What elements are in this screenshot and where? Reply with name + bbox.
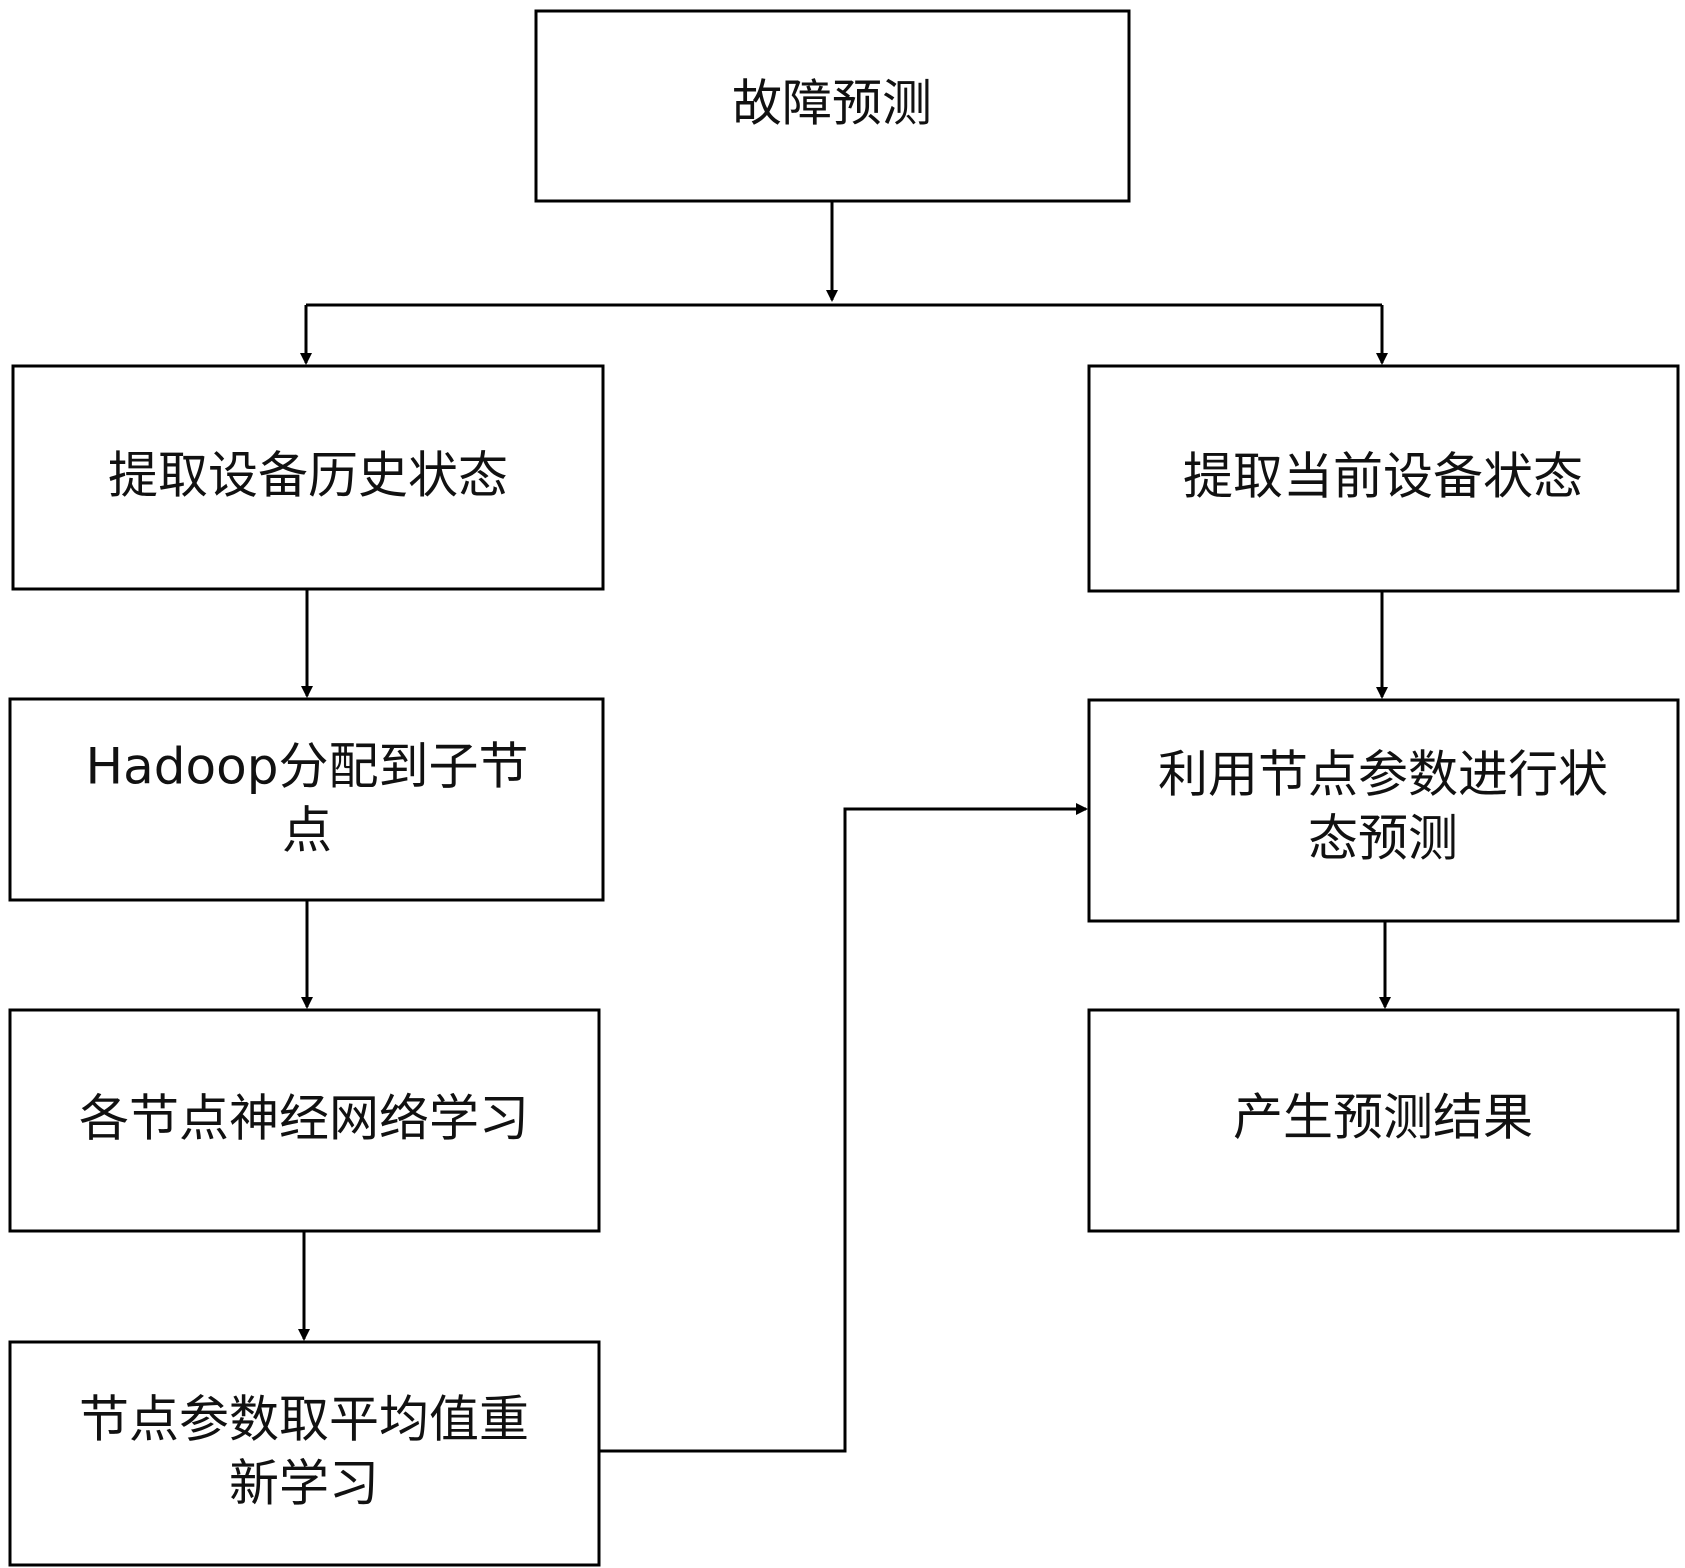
edge-average-to-prediction xyxy=(600,803,1088,1453)
node-hadoop-distribute: Hadoop分配到子节 点 xyxy=(8,697,605,902)
edges xyxy=(298,202,1391,1453)
node-extract-history: 提取设备历史状态 xyxy=(11,364,605,591)
node-extract-current-label: 提取当前设备状态 xyxy=(1183,448,1583,506)
node-state-prediction-label-line2: 态预测 xyxy=(1308,810,1458,868)
node-hadoop-distribute-label-line2: 点 xyxy=(282,802,332,860)
node-param-average-label-line2: 新学习 xyxy=(229,1455,379,1513)
node-fault-prediction: 故障预测 xyxy=(534,9,1131,203)
node-prediction-result: 产生预测结果 xyxy=(1087,1008,1680,1233)
node-nn-learning-label: 各节点神经网络学习 xyxy=(79,1090,529,1148)
node-param-average: 节点参数取平均值重 新学习 xyxy=(8,1340,601,1567)
node-state-prediction: 利用节点参数进行状 态预测 xyxy=(1087,698,1680,923)
node-prediction-result-label: 产生预测结果 xyxy=(1233,1089,1533,1147)
node-param-average-label-line1: 节点参数取平均值重 xyxy=(79,1391,529,1449)
node-extract-current: 提取当前设备状态 xyxy=(1087,364,1680,593)
node-state-prediction-label-line1: 利用节点参数进行状 xyxy=(1158,746,1608,804)
node-fault-prediction-label: 故障预测 xyxy=(732,75,932,133)
node-extract-history-label: 提取设备历史状态 xyxy=(108,447,508,505)
node-nn-learning: 各节点神经网络学习 xyxy=(8,1008,601,1233)
node-hadoop-distribute-label-line1: Hadoop分配到子节 xyxy=(86,738,529,796)
